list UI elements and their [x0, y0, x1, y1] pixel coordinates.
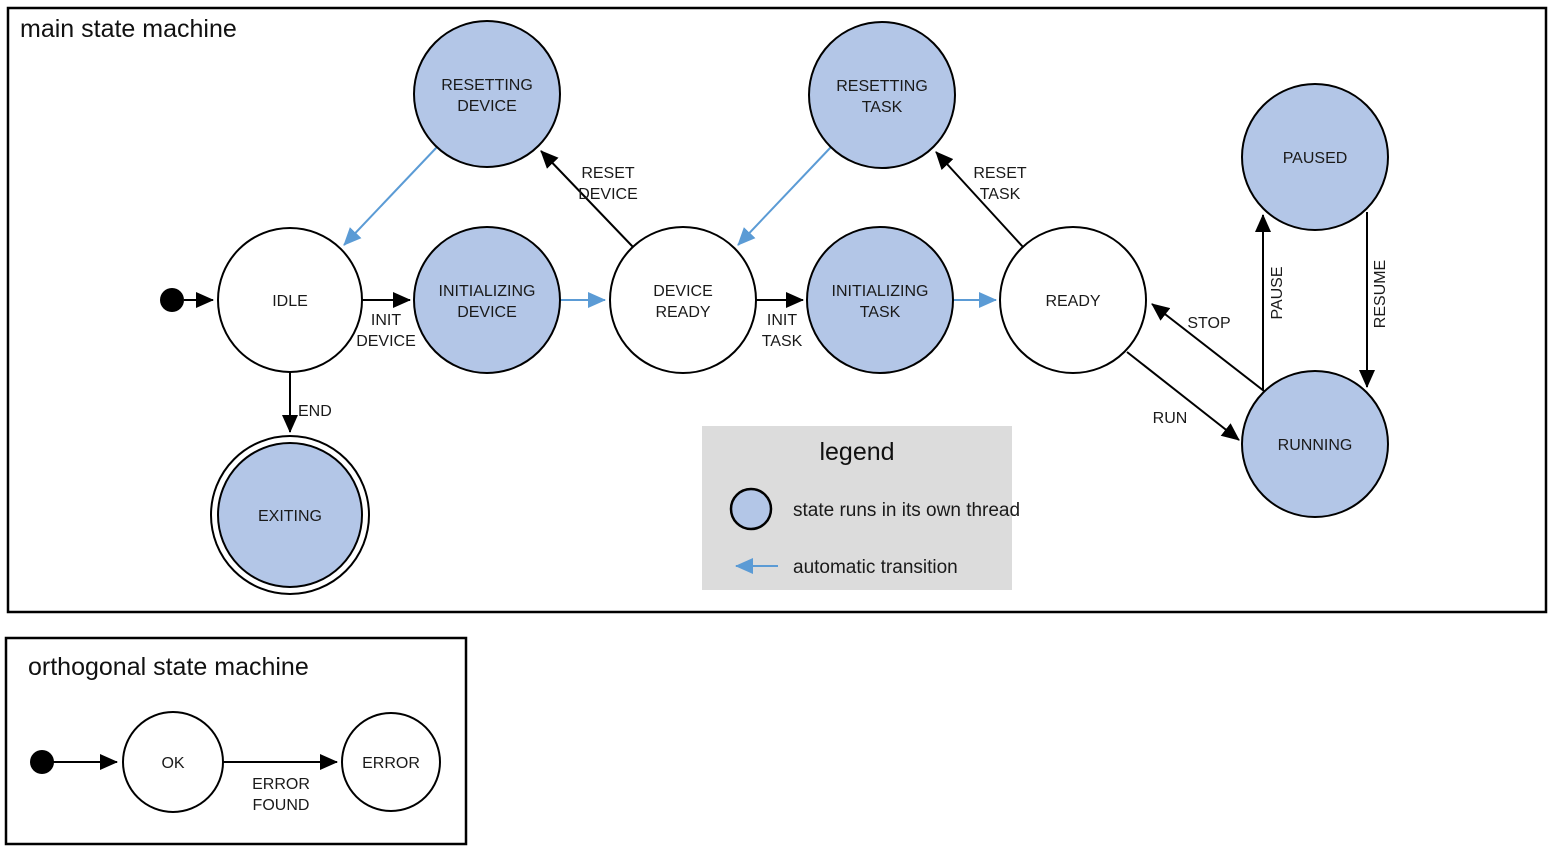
state-idle — [217, 227, 363, 373]
state-error-label: ERROR — [362, 755, 420, 772]
transition-reset-device-label-2: DEVICE — [578, 186, 638, 203]
legend-title: legend — [819, 438, 894, 466]
main-panel-title: main state machine — [20, 15, 237, 43]
legend-automatic-transition-label: automatic transition — [793, 557, 958, 578]
state-exiting — [217, 442, 363, 588]
state-initializing-task-label-2: TASK — [860, 304, 901, 321]
state-device-ready — [609, 226, 757, 374]
transition-init-task-label-1: INIT — [767, 312, 797, 329]
transition-end-label: END — [298, 403, 332, 420]
state-ready-label: READY — [1045, 293, 1100, 310]
state-device-ready-label-1: DEVICE — [653, 283, 713, 300]
state-resetting-task — [808, 21, 956, 169]
state-device-ready-label-2: READY — [655, 304, 710, 321]
transition-reset-task-label-2: TASK — [980, 186, 1021, 203]
transition-stop-label: STOP — [1187, 315, 1230, 332]
legend-thread-state-label: state runs in its own thread — [793, 500, 1020, 521]
orthogonal-panel-title: orthogonal state machine — [28, 653, 309, 681]
state-running-label: RUNNING — [1278, 437, 1353, 454]
state-running — [1241, 370, 1389, 518]
edge-auto-resetting-task-to-device-ready — [737, 146, 832, 246]
transition-resume-label: RESUME — [1372, 260, 1389, 328]
state-resetting-device — [413, 20, 561, 168]
state-initializing-task-label-1: INITIALIZING — [832, 283, 929, 300]
state-resetting-task-label-2: TASK — [862, 99, 903, 116]
edge-ready-to-running — [1126, 351, 1240, 441]
state-exiting-label: EXITING — [258, 508, 322, 525]
transition-init-task-label-2: TASK — [762, 333, 803, 350]
transition-error-found-label-1: ERROR — [252, 776, 310, 793]
edge-ready-to-resetting-task — [935, 151, 1024, 248]
transition-init-device-label-2: DEVICE — [356, 333, 416, 350]
transition-reset-device-label-1: RESET — [581, 165, 635, 182]
transition-error-found-label-2: FOUND — [253, 797, 310, 814]
state-initializing-device — [413, 226, 561, 374]
transition-pause-label: PAUSE — [1269, 266, 1286, 319]
state-initializing-device-label-2: DEVICE — [457, 304, 517, 321]
state-ok-label: OK — [161, 755, 184, 772]
state-paused — [1241, 83, 1389, 231]
edge-device-ready-to-resetting-device — [540, 150, 634, 248]
transition-init-device-label-1: INIT — [371, 312, 401, 329]
state-resetting-device-label-1: RESETTING — [441, 77, 533, 94]
state-initializing-device-label-1: INITIALIZING — [439, 283, 536, 300]
state-initializing-task — [806, 226, 954, 374]
state-ok — [122, 711, 224, 813]
state-idle-label: IDLE — [272, 293, 308, 310]
transition-reset-task-label-1: RESET — [973, 165, 1027, 182]
legend-thread-state-icon — [729, 487, 773, 531]
initial-state-dot — [160, 288, 184, 312]
edge-running-to-ready — [1151, 303, 1265, 392]
state-ready — [999, 226, 1147, 374]
edge-auto-resetting-device-to-idle — [343, 146, 438, 246]
state-resetting-task-label-1: RESETTING — [836, 78, 928, 95]
state-error — [341, 712, 441, 812]
state-paused-label: PAUSED — [1283, 150, 1348, 167]
orthogonal-initial-state-dot — [30, 750, 54, 774]
transition-run-label: RUN — [1153, 410, 1188, 427]
state-resetting-device-label-2: DEVICE — [457, 98, 517, 115]
